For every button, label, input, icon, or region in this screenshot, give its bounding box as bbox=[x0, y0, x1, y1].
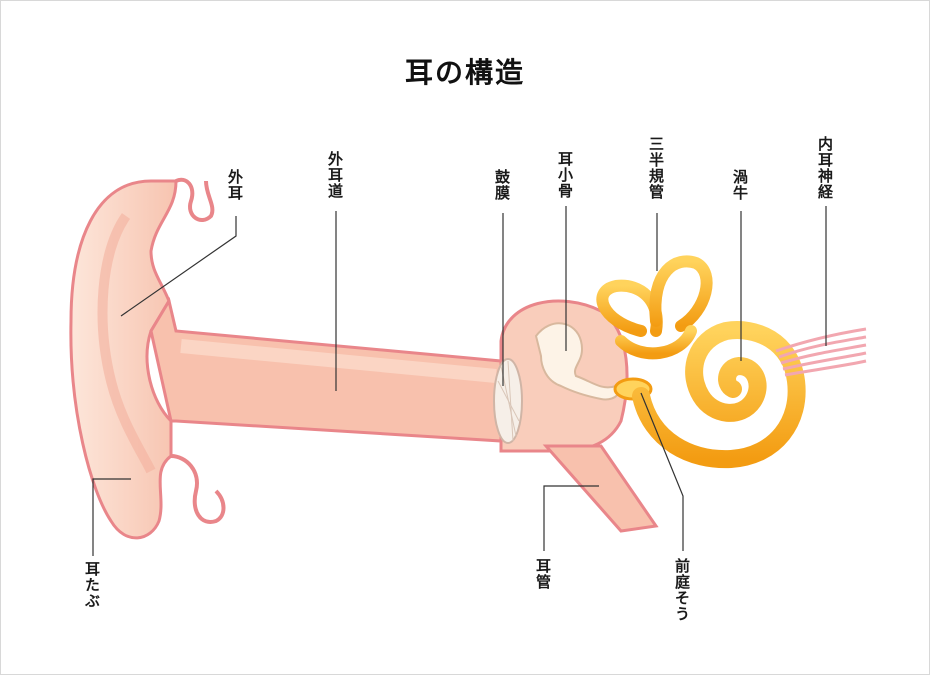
helix-bottom-curl bbox=[170, 454, 226, 524]
auricle bbox=[69, 179, 178, 540]
leader-earlobe bbox=[92, 478, 131, 556]
label-eustachian-tube: 耳管 bbox=[534, 558, 552, 590]
semicircular-canals-shape bbox=[596, 255, 713, 360]
ear-canal bbox=[149, 297, 503, 443]
label-outer-ear: 外耳 bbox=[226, 169, 244, 201]
auricle-fold bbox=[97, 213, 156, 474]
ear-canal-highlight bbox=[180, 339, 497, 383]
auditory-nerve-shape bbox=[775, 327, 867, 377]
label-ear-canal: 外耳道 bbox=[326, 151, 344, 199]
label-earlobe: 耳たぶ bbox=[83, 561, 101, 609]
helix-top-curl bbox=[175, 177, 215, 222]
leader-vestibule bbox=[640, 392, 684, 551]
diagram-title: 耳の構造 bbox=[404, 56, 525, 89]
leader-eustachian bbox=[543, 485, 599, 551]
leader-outer-ear bbox=[120, 216, 237, 317]
label-cochlea: 渦牛 bbox=[731, 169, 749, 201]
eustachian-tube-shape bbox=[542, 444, 659, 533]
label-eardrum: 鼓膜 bbox=[493, 169, 511, 201]
label-auditory-nerve: 内耳神経 bbox=[816, 136, 834, 200]
label-vestibule: 前庭そう bbox=[673, 558, 691, 622]
label-ossicles: 耳小骨 bbox=[556, 151, 574, 199]
label-semicircular-canals: 三半規管 bbox=[647, 136, 665, 200]
cochlea-shape bbox=[632, 321, 806, 469]
